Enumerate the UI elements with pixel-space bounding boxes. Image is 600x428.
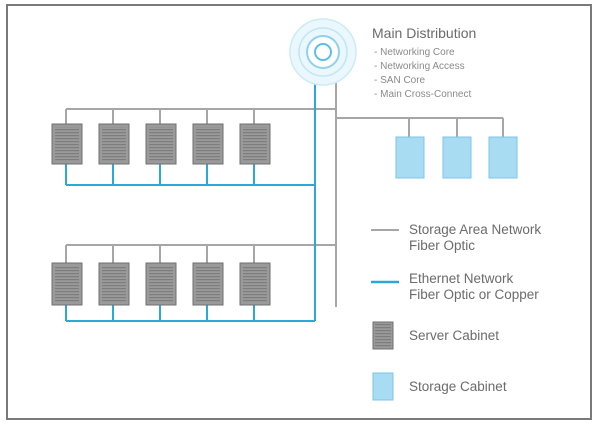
server-cabinet: [51, 262, 83, 306]
legend-san-label-2: Fiber Optic: [409, 238, 475, 253]
main-distribution-node: [289, 18, 357, 86]
storage-cabinets: [395, 136, 518, 179]
main-distribution-title: Main Distribution: [372, 25, 476, 41]
storage-cabinet: [442, 136, 472, 179]
server-cabinet: [239, 262, 271, 306]
server-cabinet: [145, 123, 177, 165]
server-cabinet: [98, 123, 130, 165]
storage-cabinet: [395, 136, 425, 179]
server-cabinets-bottom-row: [51, 262, 271, 306]
storage-cabinet: [488, 136, 518, 179]
legend: Storage Area Network Fiber Optic Etherne…: [371, 222, 541, 401]
legend-storage-swatch: [372, 372, 394, 401]
legend-server-swatch: [372, 321, 394, 350]
legend-storage-label: Storage Cabinet: [409, 379, 507, 394]
server-cabinet: [192, 262, 224, 306]
ethernet-lines: [65, 66, 316, 322]
legend-san-label: Storage Area Network: [409, 222, 541, 237]
server-cabinet: [239, 123, 271, 165]
server-cabinet: [51, 123, 83, 165]
main-distribution-item: - SAN Core: [374, 75, 426, 86]
main-distribution-item: - Networking Access: [374, 61, 465, 72]
legend-ethernet-label-2: Fiber Optic or Copper: [409, 287, 539, 302]
server-cabinet: [98, 262, 130, 306]
legend-ethernet-label: Ethernet Network: [409, 271, 514, 286]
server-cabinet: [192, 123, 224, 165]
server-cabinets-top-row: [51, 123, 271, 165]
main-distribution-item: - Main Cross-Connect: [374, 89, 471, 100]
main-distribution-item: - Networking Core: [374, 47, 455, 58]
server-cabinet: [145, 262, 177, 306]
legend-server-label: Server Cabinet: [409, 328, 499, 343]
san-lines: [65, 60, 504, 307]
